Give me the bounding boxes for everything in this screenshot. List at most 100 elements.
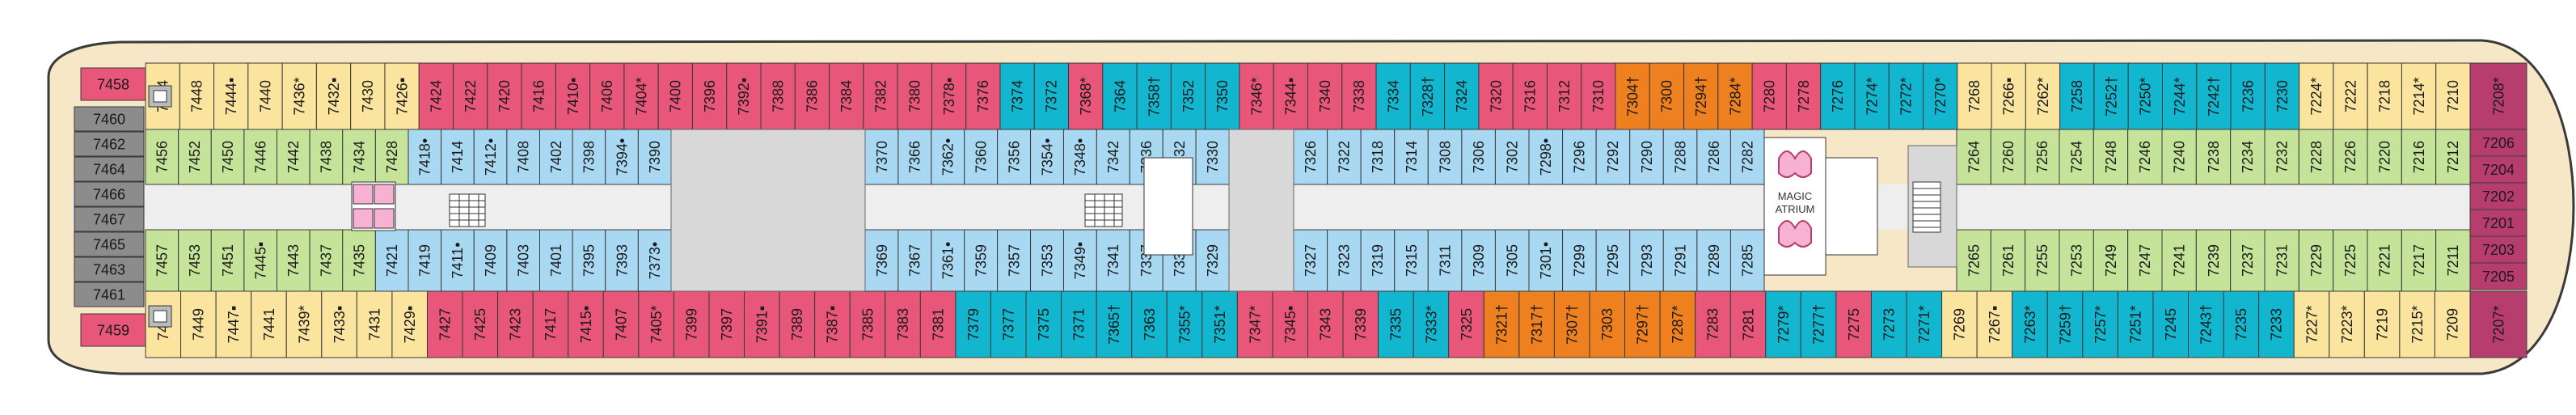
cabin-7395[interactable]: 7395 xyxy=(572,229,606,292)
cabin-7373[interactable]: 7373• xyxy=(637,229,672,292)
cabin-7467[interactable]: 7467 xyxy=(74,206,145,232)
cabin-7301[interactable]: 7301• xyxy=(1528,229,1564,292)
cabin-7358[interactable]: 7358† xyxy=(1136,62,1172,130)
cabin-7320[interactable]: 7320 xyxy=(1478,62,1514,130)
cabin-7316[interactable]: 7316 xyxy=(1512,62,1548,130)
cabin-7202[interactable]: 7202 xyxy=(2469,182,2527,210)
cabin-7351[interactable]: 7351* xyxy=(1201,290,1238,358)
cabin-7285[interactable]: 7285 xyxy=(1729,229,1765,292)
cabin-7418[interactable]: 7418• xyxy=(408,129,442,185)
cabin-7262[interactable]: 7262* xyxy=(2025,62,2061,130)
cabin-7306[interactable]: 7306 xyxy=(1461,129,1496,185)
cabin-7279[interactable]: 7279* xyxy=(1765,290,1801,358)
cabin-7397[interactable]: 7397 xyxy=(708,290,745,358)
cabin-7265[interactable]: 7265 xyxy=(1956,229,1991,292)
cabin-7241[interactable]: 7241 xyxy=(2161,229,2197,292)
cabin-7235[interactable]: 7235 xyxy=(2223,290,2260,358)
cabin-7387[interactable]: 7387▪ xyxy=(814,290,851,358)
cabin-7314[interactable]: 7314 xyxy=(1394,129,1429,185)
cabin-7305[interactable]: 7305 xyxy=(1494,229,1530,292)
cabin-7438[interactable]: 7438 xyxy=(309,129,344,185)
cabin-7371[interactable]: 7371 xyxy=(1061,290,1097,358)
cabin-7290[interactable]: 7290 xyxy=(1629,129,1664,185)
cabin-7201[interactable]: 7201 xyxy=(2469,209,2527,237)
cabin-7220[interactable]: 7220 xyxy=(2367,129,2402,185)
cabin-7429[interactable]: 7429▪ xyxy=(391,290,428,358)
cabin-7328[interactable]: 7328† xyxy=(1409,62,1446,130)
cabin-7410[interactable]: 7410▪ xyxy=(555,62,591,130)
cabin-7458[interactable]: 7458 xyxy=(80,67,146,101)
cabin-7412[interactable]: 7412• xyxy=(473,129,508,185)
cabin-7286[interactable]: 7286 xyxy=(1696,129,1731,185)
cabin-7251[interactable]: 7251* xyxy=(2117,290,2154,358)
cabin-7333[interactable]: 7333* xyxy=(1413,290,1450,358)
cabin-7309[interactable]: 7309 xyxy=(1461,229,1496,292)
cabin-7237[interactable]: 7237 xyxy=(2230,229,2266,292)
cabin-7363[interactable]: 7363 xyxy=(1131,290,1168,358)
cabin-7427[interactable]: 7427 xyxy=(426,290,463,358)
cabin-7368[interactable]: 7368* xyxy=(1068,62,1104,130)
cabin-7398[interactable]: 7398 xyxy=(572,129,606,185)
cabin-7324[interactable]: 7324 xyxy=(1444,62,1480,130)
cabin-7325[interactable]: 7325 xyxy=(1448,290,1484,358)
cabin-7266[interactable]: 7266▪ xyxy=(1991,62,2026,130)
cabin-7274[interactable]: 7274* xyxy=(1854,62,1890,130)
cabin-7233[interactable]: 7233 xyxy=(2258,290,2295,358)
cabin-7383[interactable]: 7383 xyxy=(885,290,921,358)
cabin-7431[interactable]: 7431 xyxy=(356,290,393,358)
cabin-7222[interactable]: 7222 xyxy=(2333,62,2368,130)
cabin-7288[interactable]: 7288 xyxy=(1662,129,1698,185)
cabin-7411[interactable]: 7411• xyxy=(441,229,475,292)
cabin-7259[interactable]: 7259† xyxy=(2046,290,2084,358)
cabin-7239[interactable]: 7239 xyxy=(2195,229,2232,292)
cabin-7335[interactable]: 7335 xyxy=(1378,290,1414,358)
cabin-7307[interactable]: 7307† xyxy=(1553,290,1590,358)
cabin-7271[interactable]: 7271* xyxy=(1906,290,1943,358)
cabin-7291[interactable]: 7291 xyxy=(1662,229,1698,292)
cabin-7403[interactable]: 7403 xyxy=(506,229,540,292)
cabin-7261[interactable]: 7261 xyxy=(1990,229,2026,292)
cabin-7435[interactable]: 7435 xyxy=(342,229,376,292)
cabin-7227[interactable]: 7227* xyxy=(2293,290,2330,358)
cabin-7297[interactable]: 7297† xyxy=(1624,290,1661,358)
cabin-7317[interactable]: 7317† xyxy=(1518,290,1555,358)
cabin-7342[interactable]: 7342 xyxy=(1096,129,1130,185)
cabin-7366[interactable]: 7366 xyxy=(897,129,932,185)
cabin-7249[interactable]: 7249 xyxy=(2092,229,2129,292)
cabin-7448[interactable]: 7448 xyxy=(179,62,215,130)
cabin-7276[interactable]: 7276 xyxy=(1820,62,1856,130)
cabin-7283[interactable]: 7283 xyxy=(1695,290,1731,358)
cabin-7430[interactable]: 7430 xyxy=(350,62,386,130)
cabin-7299[interactable]: 7299 xyxy=(1562,229,1597,292)
cabin-7385[interactable]: 7385 xyxy=(849,290,886,358)
cabin-7450[interactable]: 7450 xyxy=(210,129,245,185)
cabin-7350[interactable]: 7350 xyxy=(1205,62,1240,130)
cabin-7272[interactable]: 7272* xyxy=(1888,62,1924,130)
cabin-7255[interactable]: 7255 xyxy=(2025,229,2060,292)
cabin-7219[interactable]: 7219 xyxy=(2363,290,2401,358)
cabin-7344[interactable]: 7344▪ xyxy=(1273,62,1308,130)
cabin-7384[interactable]: 7384 xyxy=(829,62,864,130)
cabin-7218[interactable]: 7218 xyxy=(2367,62,2402,130)
cabin-7381[interactable]: 7381 xyxy=(919,290,956,358)
cabin-7446[interactable]: 7446 xyxy=(243,129,277,185)
cabin-7462[interactable]: 7462 xyxy=(74,131,145,157)
cabin-7391[interactable]: 7391▪ xyxy=(744,290,780,358)
cabin-7390[interactable]: 7390 xyxy=(637,129,672,185)
cabin-7221[interactable]: 7221 xyxy=(2367,229,2402,292)
cabin-7443[interactable]: 7443 xyxy=(277,229,310,292)
cabin-7416[interactable]: 7416 xyxy=(521,62,556,130)
cabin-7466[interactable]: 7466 xyxy=(74,181,145,207)
cabin-7339[interactable]: 7339 xyxy=(1342,290,1379,358)
cabin-7433[interactable]: 7433▪ xyxy=(321,290,357,358)
cabin-7445[interactable]: 7445▪ xyxy=(243,229,277,292)
cabin-7451[interactable]: 7451 xyxy=(210,229,245,292)
cabin-7453[interactable]: 7453 xyxy=(178,229,212,292)
cabin-7300[interactable]: 7300 xyxy=(1649,62,1685,130)
cabin-7322[interactable]: 7322 xyxy=(1327,129,1362,185)
cabin-7267[interactable]: 7267▪ xyxy=(1976,290,2013,358)
cabin-7374[interactable]: 7374 xyxy=(999,62,1035,130)
cabin-7372[interactable]: 7372 xyxy=(1033,62,1070,130)
cabin-7231[interactable]: 7231 xyxy=(2264,229,2299,292)
cabin-7245[interactable]: 7245 xyxy=(2152,290,2190,358)
